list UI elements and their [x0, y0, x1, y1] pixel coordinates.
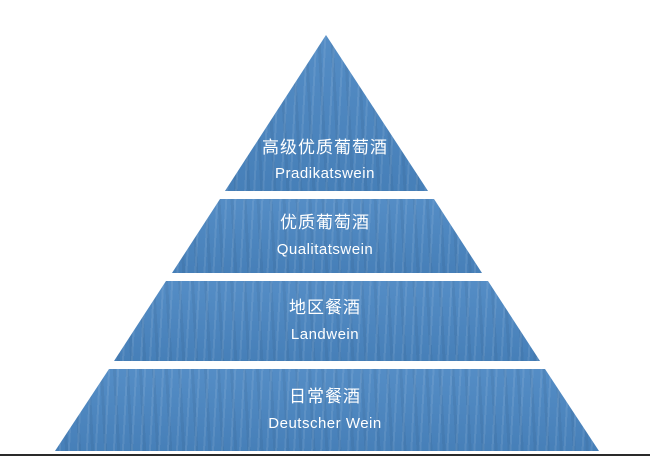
pyramid-tier-pradikatswein: 高级优质葡萄酒 Pradikatswein: [225, 35, 428, 191]
tier-label-en: Qualitatswein: [276, 240, 374, 258]
tier-label-en: Pradikatswein: [275, 165, 375, 182]
image-bottom-border: [0, 454, 650, 456]
pyramid-tier-qualitatswein: 优质葡萄酒 Qualitatswein: [172, 199, 482, 273]
tier-label-en: Deutscher Wein: [268, 414, 382, 432]
tier-label-zh: 高级优质葡萄酒: [262, 137, 388, 157]
tier-label-zh: 日常餐酒: [289, 387, 361, 407]
tier-label-zh: 优质葡萄酒: [280, 213, 370, 233]
pyramid-tier-landwein: 地区餐酒 Landwein: [114, 281, 540, 361]
tier-label-en: Landwein: [290, 325, 360, 343]
tier-labels: 高级优质葡萄酒 Pradikatswein: [225, 137, 428, 183]
tier-label-zh: 地区餐酒: [289, 298, 361, 318]
pyramid-tier-deutscher-wein: 日常餐酒 Deutscher Wein: [55, 369, 599, 451]
